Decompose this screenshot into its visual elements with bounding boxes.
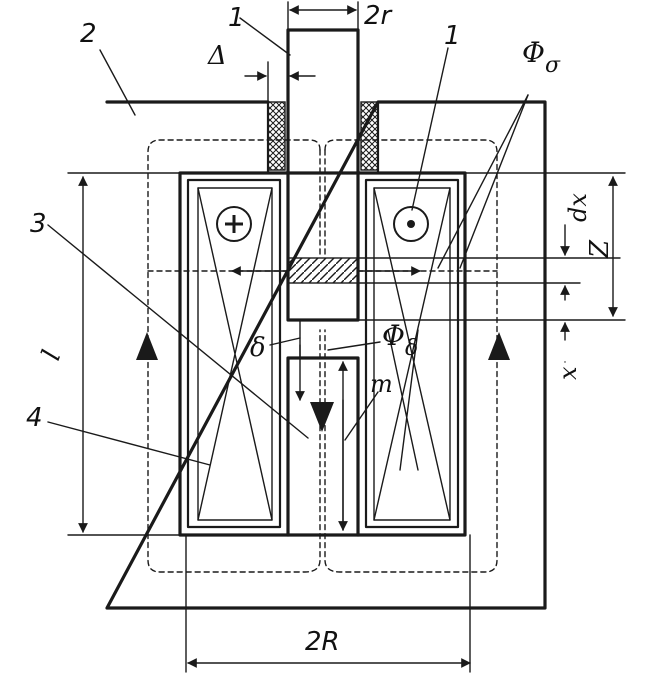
coil-right: [373, 187, 451, 521]
flux-path-left: [147, 139, 321, 573]
label-phi-delta: Φδ: [382, 319, 418, 361]
leader-phi-sigma-1: [437, 94, 529, 269]
label-part-2: 2: [80, 19, 97, 49]
label-part-1-top: 1: [228, 3, 245, 33]
housing-outer: [105, 100, 547, 610]
leader-phi-sigma-2: [459, 94, 529, 269]
dot-icon: [407, 220, 415, 228]
leader-1-coil: [411, 47, 449, 211]
label-part-1-coil: 1: [444, 21, 461, 51]
leader-3: [47, 224, 309, 439]
stator-pole: [286, 356, 360, 537]
label-l: l: [36, 346, 67, 364]
flux-down-center-icon: [310, 402, 334, 432]
coil-right-cross: [373, 187, 451, 521]
coil-frame-right: [364, 178, 460, 529]
label-dx: dx: [564, 193, 592, 222]
coil-frame-left: [186, 178, 282, 529]
label-delta-cap: Δ: [207, 41, 227, 71]
label-phi-sigma: Φσ: [522, 36, 561, 78]
label-part-4: 4: [26, 403, 43, 433]
phi-symbol: Φ: [522, 36, 545, 69]
leader-phi-delta-v: [387, 329, 419, 471]
label-part-3: 3: [30, 209, 47, 239]
label-2r: 2r: [364, 1, 394, 31]
housing-inner: [178, 171, 467, 537]
flux-up-left-icon: [136, 332, 158, 360]
bushing-right: [360, 101, 379, 171]
leader-4: [47, 421, 211, 466]
flux-path-right: [324, 139, 498, 573]
flux-up-right-icon: [488, 332, 510, 360]
label-x: x: [554, 366, 582, 380]
plus-icon: [225, 215, 243, 233]
slice-dx: [287, 257, 359, 284]
phi-delta-symbol: Φ: [382, 319, 405, 352]
label-2R: 2R: [305, 627, 340, 657]
leader-delta: [269, 337, 301, 346]
label-z: Z: [585, 239, 615, 259]
leader-m: [344, 391, 379, 441]
sigma-sub: σ: [545, 53, 561, 78]
coil-left: [197, 187, 273, 521]
bushing-left: [267, 101, 286, 171]
leader-2: [99, 49, 136, 116]
label-delta-gap: δ: [250, 333, 266, 363]
delta-sub: δ: [405, 336, 418, 361]
label-m: m: [370, 370, 393, 398]
leader-1-top: [239, 17, 291, 56]
leader-phi-delta: [327, 341, 381, 351]
